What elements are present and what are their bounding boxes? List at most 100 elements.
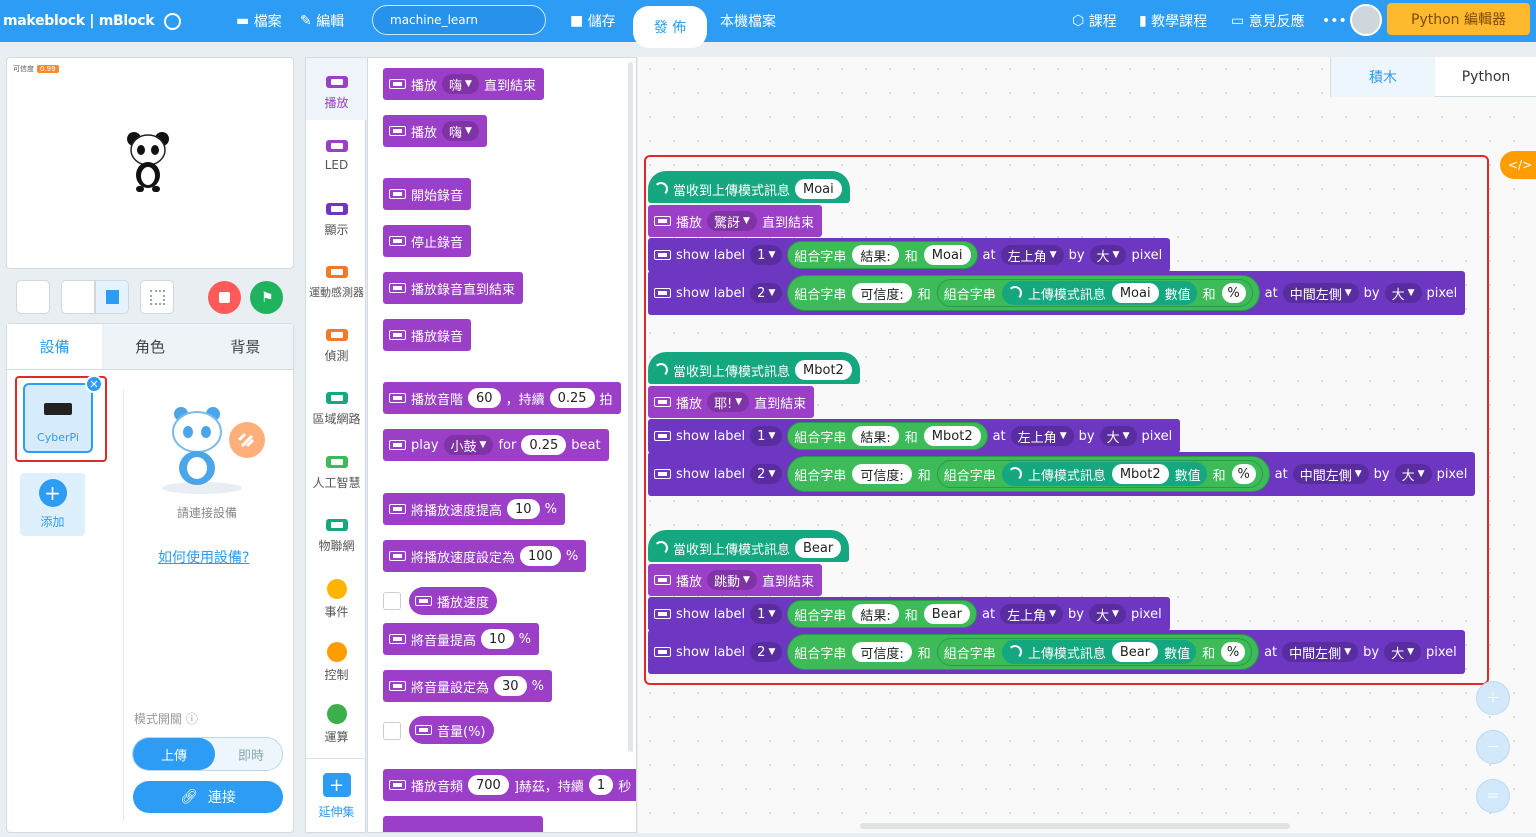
label-index-dropdown[interactable]: 1 — [750, 604, 783, 624]
category-operators[interactable]: 運算 — [306, 704, 367, 745]
show-label-1-block[interactable]: show label1組合字串結果:和Moaiat左上角by大pixel — [648, 238, 1171, 272]
join-input-a[interactable]: 結果: — [852, 604, 899, 624]
message-input[interactable]: Bear — [795, 538, 842, 558]
category-control[interactable]: 控制 — [306, 642, 367, 683]
zoom-reset-icon[interactable]: ＝ — [1476, 779, 1510, 813]
brand-logo[interactable]: makeblock | mBlock — [3, 0, 182, 42]
position-dropdown[interactable]: 左上角 — [1000, 245, 1064, 265]
mode-upload-option[interactable]: 上傳 — [133, 738, 215, 770]
workspace-horizontal-scrollbar[interactable] — [860, 823, 1290, 829]
palette-scrollbar[interactable] — [628, 62, 633, 752]
palette-partial-block[interactable] — [383, 816, 543, 832]
user-avatar[interactable] — [1350, 4, 1382, 36]
size-dropdown[interactable]: 大 — [1099, 426, 1137, 446]
mode-live-option[interactable]: 即時 — [237, 748, 264, 764]
palette-tempo-reporter[interactable]: 播放速度 — [409, 587, 498, 615]
tutorial-link[interactable]: ▮ 教學課程 — [1139, 0, 1207, 42]
tab-blocks[interactable]: 積木 — [1331, 57, 1435, 97]
play-sound-until-done-block[interactable]: 播放驚訝直到結束 — [648, 205, 822, 237]
join-input-a[interactable]: 結果: — [852, 426, 899, 446]
beats-input[interactable]: 0.25 — [521, 435, 567, 455]
connect-button[interactable]: 🔗︎連接 — [133, 781, 283, 813]
tab-devices[interactable]: 設備 — [7, 324, 103, 369]
edit-menu[interactable]: ✎ 編輯 — [300, 0, 344, 42]
device-card-cyberpi[interactable]: CyberPi — [23, 383, 93, 453]
local-file-button[interactable]: 本機檔案 — [720, 14, 776, 30]
join-input-a[interactable]: 可信度: — [852, 283, 912, 303]
size-dropdown[interactable]: 大 — [1394, 464, 1432, 484]
show-label-1-block[interactable]: show label1組合字串結果:和Bearat左上角by大pixel — [648, 597, 1170, 631]
more-menu-button[interactable]: ••• — [1322, 13, 1347, 29]
category-lan[interactable]: 區域網路 — [306, 392, 367, 427]
show-label-2-block[interactable]: show label2組合字串可信度:和組合字串上傳模式訊息Bear數值和%at… — [648, 630, 1465, 674]
join-input-b[interactable]: Moai — [923, 245, 971, 265]
tab-backgrounds[interactable]: 背景 — [197, 324, 293, 369]
category-iot[interactable]: 物聯網 — [306, 519, 367, 554]
message-input[interactable]: Bear — [1111, 642, 1159, 662]
sound-dropdown[interactable]: 跳動 — [707, 570, 757, 590]
join-input-a[interactable]: 可信度: — [852, 464, 912, 484]
publish-button[interactable]: 發 佈 — [633, 6, 707, 48]
drum-dropdown[interactable]: 小鼓 — [443, 435, 494, 455]
show-label-2-block[interactable]: show label2組合字串可信度:和組合字串上傳模式訊息Moai數值和%at… — [648, 271, 1466, 315]
percent-input[interactable]: % — [1221, 642, 1246, 662]
message-input[interactable]: Mbot2 — [1111, 464, 1169, 484]
position-dropdown[interactable]: 中間左側 — [1292, 464, 1369, 484]
show-label-2-block[interactable]: show label2組合字串可信度:和組合字串上傳模式訊息Mbot2數值和%a… — [648, 452, 1476, 496]
panda-sprite-icon[interactable] — [125, 130, 171, 194]
join-input-b[interactable]: Bear — [923, 604, 971, 624]
label-index-dropdown[interactable]: 2 — [750, 283, 783, 303]
beats-input[interactable]: 0.25 — [549, 388, 595, 408]
label-index-dropdown[interactable]: 1 — [750, 245, 783, 265]
join-input-b[interactable]: Mbot2 — [923, 426, 981, 446]
device-help-link[interactable]: 如何使用設備? — [158, 550, 250, 566]
tab-python[interactable]: Python — [1461, 69, 1511, 85]
play-sound-until-done-block[interactable]: 播放跳動直到結束 — [648, 564, 822, 596]
category-motion-sensor[interactable]: 運動感測器 — [306, 266, 367, 300]
stop-button[interactable] — [208, 281, 241, 314]
tab-sprites[interactable]: 角色 — [102, 324, 198, 369]
grid-view-button[interactable] — [140, 280, 174, 314]
size-dropdown[interactable]: 大 — [1089, 604, 1126, 624]
join-input-a[interactable]: 結果: — [852, 245, 899, 265]
sound-dropdown[interactable]: 耶! — [707, 392, 750, 412]
add-device-button[interactable]: +添加 — [20, 473, 85, 536]
size-dropdown[interactable]: 大 — [1384, 283, 1422, 303]
category-led[interactable]: LED — [306, 140, 367, 172]
percent-input[interactable]: % — [1221, 283, 1246, 303]
label-index-dropdown[interactable]: 2 — [750, 464, 783, 484]
size-dropdown[interactable]: 大 — [1089, 245, 1127, 265]
sound-dropdown[interactable]: 嗨 — [442, 74, 479, 94]
volume-input[interactable]: 30 — [494, 676, 527, 696]
zoom-out-icon[interactable]: － — [1476, 730, 1510, 764]
percent-input[interactable]: % — [1231, 464, 1256, 484]
remove-device-button[interactable]: ✕ — [85, 375, 103, 393]
save-button[interactable]: ■ 儲存 — [570, 0, 616, 42]
course-link[interactable]: ⬡ 課程 — [1072, 0, 1117, 42]
palette-start-recording[interactable]: 開始錄音 — [383, 178, 472, 210]
show-label-1-block[interactable]: show label1組合字串結果:和Mbot2at左上角by大pixel — [648, 419, 1181, 453]
tempo-change-input[interactable]: 10 — [507, 499, 540, 519]
sound-dropdown[interactable]: 驚訝 — [707, 211, 757, 231]
